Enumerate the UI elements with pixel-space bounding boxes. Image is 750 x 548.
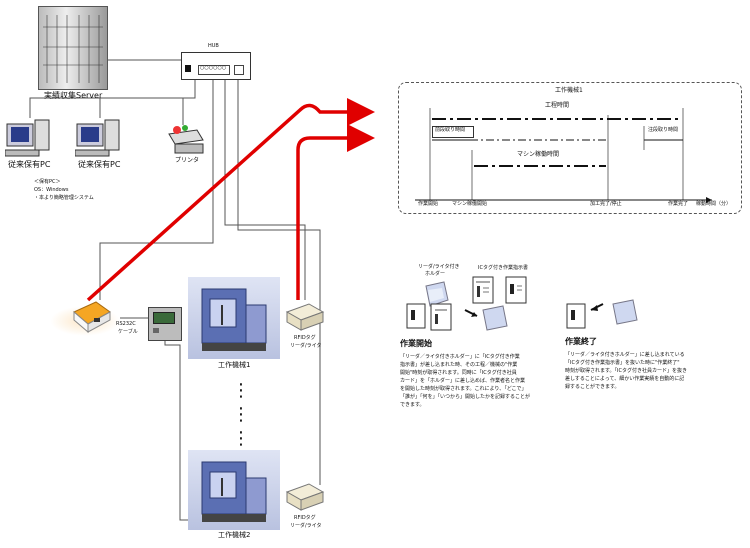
controller-machine-bus [164, 338, 190, 521]
rfid-reader1-icon [285, 303, 325, 331]
pc2-icon [75, 119, 120, 157]
machine1-photo [188, 277, 280, 359]
label-axis: 稼動時間（分） [696, 201, 732, 207]
label-ev-start: 作業開始 [418, 201, 439, 207]
label-ev-work-end: 作業完了 [668, 201, 689, 207]
pc-note-line2: OS：Windows [34, 187, 69, 193]
time-axis-arrowhead [706, 197, 712, 203]
holder-label-1: リーダ/ライタ付き [418, 264, 460, 270]
machine-tool-icon [201, 288, 267, 351]
work-end-line: 時刻が取得されます。「ICタグ付き社員カード」を抜き [565, 368, 687, 374]
cable-label-2: ケーブル [118, 329, 138, 335]
label-work-time: 工程時間 [545, 102, 570, 109]
hub-uplink-port [234, 65, 244, 75]
pc2-label: 従来保有PC [78, 160, 121, 169]
machine-ellipsis-2: ⋮ [232, 404, 250, 425]
work-start-heading: 作業開始 [400, 339, 432, 348]
cable-label-1: RS232C [116, 321, 136, 327]
hub-rfid2-link [237, 77, 321, 485]
hub-ports: ○○○○○○ [200, 65, 227, 71]
pc1-icon [5, 119, 50, 157]
label-machine-time: マシン稼働時間 [517, 151, 560, 158]
printer-icon [168, 125, 204, 154]
work-start-line: できます。 [400, 402, 425, 408]
work-end-line: 録することができます。 [565, 384, 620, 390]
hub-device: ○○○○○○ [181, 52, 251, 80]
hub-converter-link [99, 77, 214, 300]
rfid1-label-2: リーダ/ライタ [290, 343, 322, 349]
pc-note-line3: ・本より簡略管理システム [34, 195, 94, 201]
work-start-line: を開始した時刻が取得されます。これにより、「どこで」 [400, 386, 527, 392]
work-start-line: 指示書」が差し込まれた時、その工程／機械の"作業 [400, 362, 518, 368]
work-start-line: 「リーダ／ライタ付きホルダー」に「ICタグ付き作業 [400, 354, 520, 360]
work-end-text: 「リーダ／ライタ付きホルダー」に差し込まれている 「ICタグ付き作業指示書」を抜… [565, 351, 687, 391]
printer-label: プリンタ [175, 157, 200, 164]
machine1-label: 工作機械1 [218, 361, 251, 369]
red-arrow-rfid [296, 124, 375, 300]
machine2-photo [188, 450, 280, 530]
work-start-line: カード」を「ホルダー」に差し込めば、作業者名と作業 [400, 378, 526, 384]
work-start-line: 「誰が」「何を」「いつから」開始したかを記録することが [400, 394, 531, 400]
serial-converter-icon [73, 301, 111, 334]
machine-tool-icon-2 [201, 461, 267, 522]
rfid2-label-1: RFIDタグ [294, 515, 316, 521]
rfid1-label-1: RFIDタグ [294, 335, 316, 341]
machine-ellipsis-3: ⋮ [232, 428, 250, 449]
holder-label-2: ホルダー [425, 271, 446, 277]
server-rack [38, 6, 108, 90]
machine2-label: 工作機械2 [218, 531, 251, 539]
label-ev-process-end: 加工完了/停止 [590, 201, 622, 207]
hub-pc-bus [29, 77, 196, 118]
work-end-line: 差しすることによって、細かい作業実績を自動的に記 [565, 376, 685, 382]
sheet-label: ICタグ付き作業指示書 [478, 265, 528, 271]
timing-title: 工作機械1 [555, 87, 583, 94]
hub-port-box [198, 65, 230, 75]
server-label: 実績収集Server [44, 91, 103, 100]
rfid-reader2-icon [285, 483, 325, 511]
pc-note-line1: ＜保有PC＞ [34, 179, 61, 185]
hub-rfid1-link [224, 77, 306, 300]
work-start-text: 「リーダ／ライタ付きホルダー」に「ICタグ付き作業 指示書」が差し込まれた時、そ… [400, 353, 530, 409]
controller-button [153, 328, 159, 333]
work-end-line: 「リーダ／ライタ付きホルダー」に差し込まれている [565, 352, 685, 358]
red-arrow-converter [86, 98, 375, 302]
label-ev-machine-start: マシン稼働開始 [452, 201, 488, 207]
work-end-heading: 作業終了 [565, 337, 597, 346]
holder-icon [425, 281, 449, 307]
work-end-illustration [566, 299, 638, 329]
label-pre-setup: 前段取り時間 [435, 127, 466, 133]
timing-panel [398, 82, 742, 214]
hub-led [185, 65, 191, 72]
server-icon [43, 15, 103, 83]
controller-screen [153, 312, 175, 324]
work-start-line: 開始"時刻が取得されます。同時に「ICタグ付き社員 [400, 370, 517, 376]
pc1-label: 従来保有PC [8, 160, 51, 169]
label-post-setup: 注段取り時間 [648, 127, 679, 133]
work-order-sheet-icon [472, 276, 494, 304]
hub-label: HUB [208, 43, 219, 49]
machine-ellipsis: ⋮ [232, 380, 250, 401]
pre-setup-box [432, 126, 474, 138]
work-end-line: 「ICタグ付き作業指示書」を抜いた時に"作業終了" [565, 360, 680, 366]
machine-controller [148, 307, 182, 341]
rfid2-label-2: リーダ/ライタ [290, 523, 322, 529]
employee-card-icon [505, 276, 527, 304]
work-start-illustration [406, 303, 508, 331]
